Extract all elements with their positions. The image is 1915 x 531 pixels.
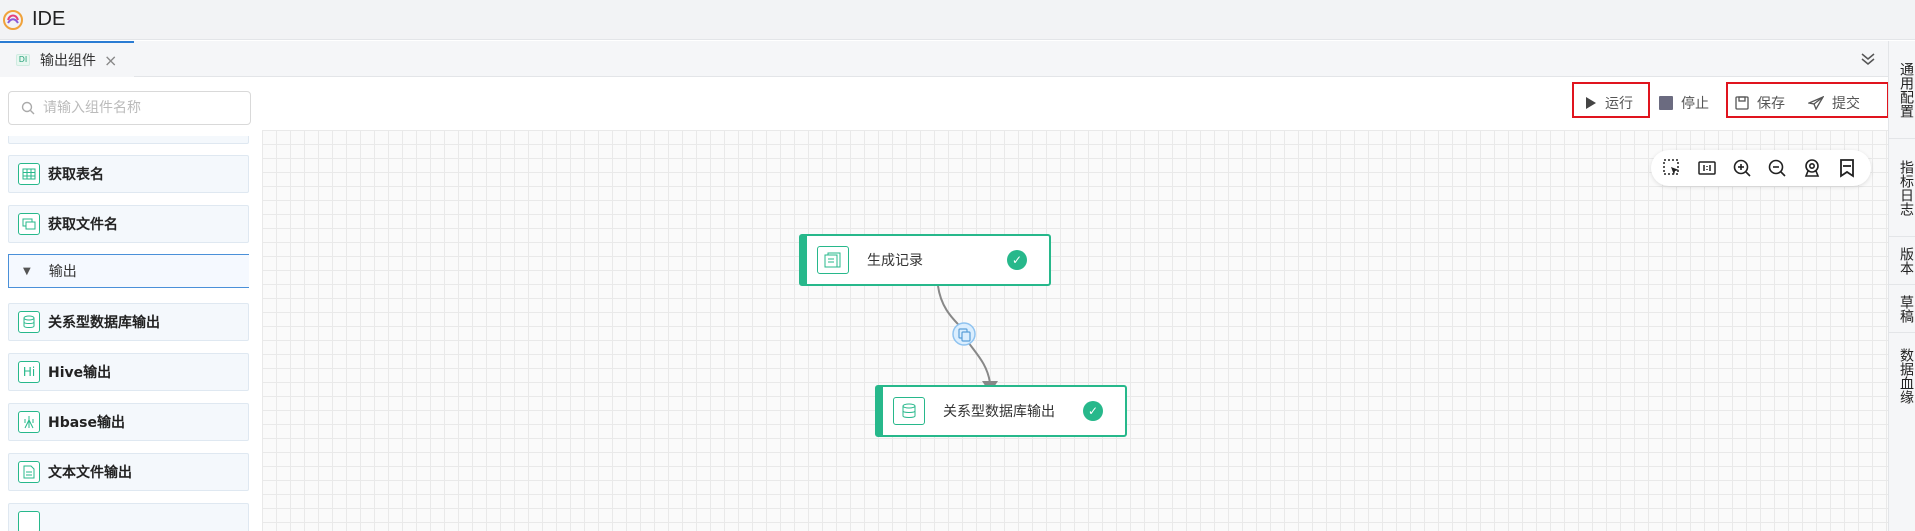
hbase-icon <box>18 411 40 433</box>
stop-button[interactable]: 停止 <box>1659 88 1709 118</box>
run-label: 运行 <box>1605 96 1633 112</box>
caret-down-icon: ▼ <box>23 265 31 277</box>
right-rail: 通用配置 指标日志 版本 草稿 数据血缘 <box>1888 41 1915 531</box>
component-label: 获取文件名 <box>48 217 118 233</box>
rail-item-general-config[interactable]: 通用配置 <box>1889 41 1915 139</box>
database-icon <box>893 397 925 425</box>
connector-layer <box>937 285 998 393</box>
component-hbase-output[interactable]: Hbase输出 <box>8 403 249 441</box>
double-chevron-down-icon[interactable] <box>1858 49 1878 69</box>
component-hive-output[interactable]: Hi Hive输出 <box>8 353 249 391</box>
list-item-partial[interactable] <box>8 136 249 144</box>
check-circle-icon: ✓ <box>1083 401 1103 421</box>
zoom-out-icon[interactable] <box>1766 157 1788 179</box>
search-icon <box>21 101 35 115</box>
node-relational-db-output[interactable]: 关系型数据库输出 ✓ <box>875 385 1127 437</box>
component-relational-db-output[interactable]: 关系型数据库输出 <box>8 303 249 341</box>
run-button[interactable]: 运行 <box>1585 88 1633 118</box>
save-icon <box>1735 96 1749 110</box>
send-icon <box>1808 96 1824 110</box>
component-list: 获取表名 获取文件名 ▼ 输出 关系型数据库输出 Hi Hive输出 <box>8 136 249 531</box>
component-label: Hbase输出 <box>48 415 126 431</box>
highlight-box-save-submit <box>1726 82 1889 118</box>
node-label: 生成记录 <box>867 253 923 269</box>
list-item-partial[interactable] <box>8 503 249 531</box>
rail-item-data-lineage[interactable]: 数据血缘 <box>1898 348 1914 404</box>
component-label: 文本文件输出 <box>48 465 132 481</box>
stop-label: 停止 <box>1681 96 1709 112</box>
database-icon <box>18 311 40 333</box>
highlight-box-run <box>1572 82 1650 118</box>
node-generate-records[interactable]: 生成记录 ✓ <box>799 234 1051 286</box>
save-label: 保存 <box>1757 96 1785 112</box>
component-label: 获取表名 <box>48 167 104 183</box>
select-box-icon[interactable] <box>1661 157 1683 179</box>
play-icon <box>1586 97 1596 109</box>
save-button[interactable]: 保存 <box>1735 88 1785 118</box>
file-name-icon <box>18 213 40 235</box>
locate-icon[interactable] <box>1801 157 1823 179</box>
close-icon[interactable]: × <box>104 50 118 70</box>
component-get-file-name[interactable]: 获取文件名 <box>8 205 249 243</box>
di-icon: DI <box>16 54 30 66</box>
title-bar: IDE <box>0 0 1915 40</box>
node-label: 关系型数据库输出 <box>943 404 1055 420</box>
app-title: IDE <box>32 8 66 30</box>
component-panel: 获取表名 获取文件名 ▼ 输出 关系型数据库输出 Hi Hive输出 <box>0 78 262 531</box>
rail-item-version[interactable]: 版本 <box>1889 237 1915 285</box>
search-input[interactable] <box>43 100 243 116</box>
tab-output-components[interactable]: DI 输出组件 × <box>0 41 134 77</box>
check-circle-icon: ✓ <box>1007 250 1027 270</box>
tab-label: 输出组件 <box>40 53 96 69</box>
records-icon <box>817 246 849 274</box>
fit-view-icon[interactable] <box>1696 157 1718 179</box>
submit-label: 提交 <box>1832 96 1860 112</box>
app-logo-icon <box>3 9 23 30</box>
canvas-tools <box>1651 150 1871 186</box>
component-search[interactable] <box>8 91 251 125</box>
bookmark-icon[interactable] <box>1836 157 1858 179</box>
table-icon <box>18 163 40 185</box>
text-file-icon <box>18 461 40 483</box>
flow-canvas[interactable]: 生成记录 ✓ 关系型数据库输出 ✓ <box>262 130 1888 531</box>
rail-item-draft[interactable]: 草稿 <box>1889 285 1915 333</box>
section-output[interactable]: ▼ 输出 <box>8 254 249 288</box>
hive-icon: Hi <box>18 361 40 383</box>
tab-bar: DI 输出组件 × <box>0 41 1888 77</box>
stop-icon <box>1659 96 1673 110</box>
component-label: Hive输出 <box>48 365 112 381</box>
zoom-in-icon[interactable] <box>1731 157 1753 179</box>
submit-button[interactable]: 提交 <box>1808 88 1860 118</box>
canvas-toolbar: 运行 停止 保存 提交 <box>262 78 1888 130</box>
rail-item-metrics-log[interactable]: 指标日志 <box>1889 139 1915 237</box>
component-label: 关系型数据库输出 <box>48 315 160 331</box>
component-get-table-name[interactable]: 获取表名 <box>8 155 249 193</box>
component-icon <box>18 511 40 531</box>
component-text-file-output[interactable]: 文本文件输出 <box>8 453 249 491</box>
section-label: 输出 <box>48 264 77 280</box>
